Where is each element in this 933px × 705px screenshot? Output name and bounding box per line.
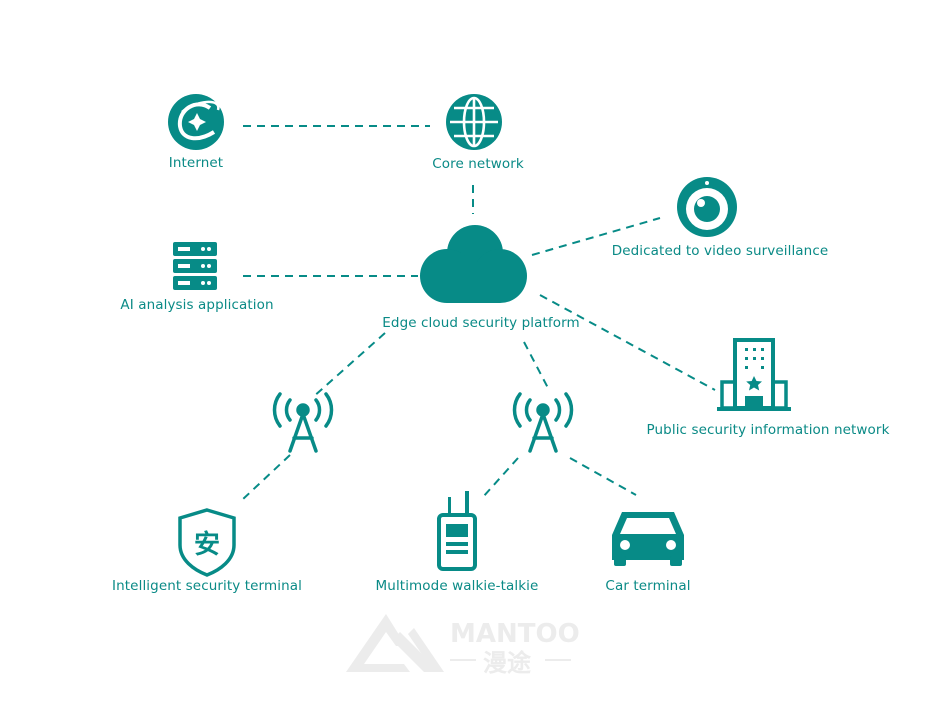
signal-tower-icon bbox=[272, 392, 334, 453]
label-walkie-talkie: Multimode walkie-talkie bbox=[375, 578, 539, 594]
line-edge-tower1 bbox=[311, 332, 386, 399]
line-tower1-terminal bbox=[241, 454, 291, 501]
camera-icon bbox=[677, 177, 737, 237]
signal-tower-icon bbox=[512, 392, 574, 453]
svg-text:漫途: 漫途 bbox=[483, 649, 532, 677]
svg-text:MANTOO: MANTOO bbox=[450, 619, 580, 649]
cloud-icon bbox=[420, 225, 527, 303]
label-security-terminal: Intelligent security terminal bbox=[112, 578, 302, 594]
label-video-surveillance: Dedicated to video surveillance bbox=[611, 243, 829, 259]
label-public-security: Public security information network bbox=[646, 422, 890, 438]
shield-icon: 安 bbox=[178, 508, 236, 577]
line-tower2-car bbox=[569, 457, 637, 496]
svg-text:安: 安 bbox=[194, 530, 220, 560]
globe-icon bbox=[446, 94, 502, 150]
label-ai-analysis: AI analysis application bbox=[120, 297, 274, 313]
line-edge-public bbox=[539, 294, 716, 391]
car-icon bbox=[612, 512, 684, 566]
label-car-terminal: Car terminal bbox=[605, 578, 691, 594]
line-edge-tower2 bbox=[523, 341, 549, 389]
line-tower2-walkie bbox=[482, 457, 519, 498]
walkie-talkie-icon bbox=[437, 491, 477, 571]
label-core-network: Core network bbox=[432, 156, 524, 172]
internet-explorer-icon bbox=[168, 94, 224, 150]
connector-lines bbox=[241, 125, 716, 501]
server-icon bbox=[173, 242, 217, 290]
building-icon bbox=[717, 338, 791, 411]
label-edge-cloud: Edge cloud security platform bbox=[382, 315, 580, 331]
mantoo-watermark-logo: MANTOO 漫途 bbox=[346, 614, 580, 677]
label-internet: Internet bbox=[168, 155, 224, 171]
